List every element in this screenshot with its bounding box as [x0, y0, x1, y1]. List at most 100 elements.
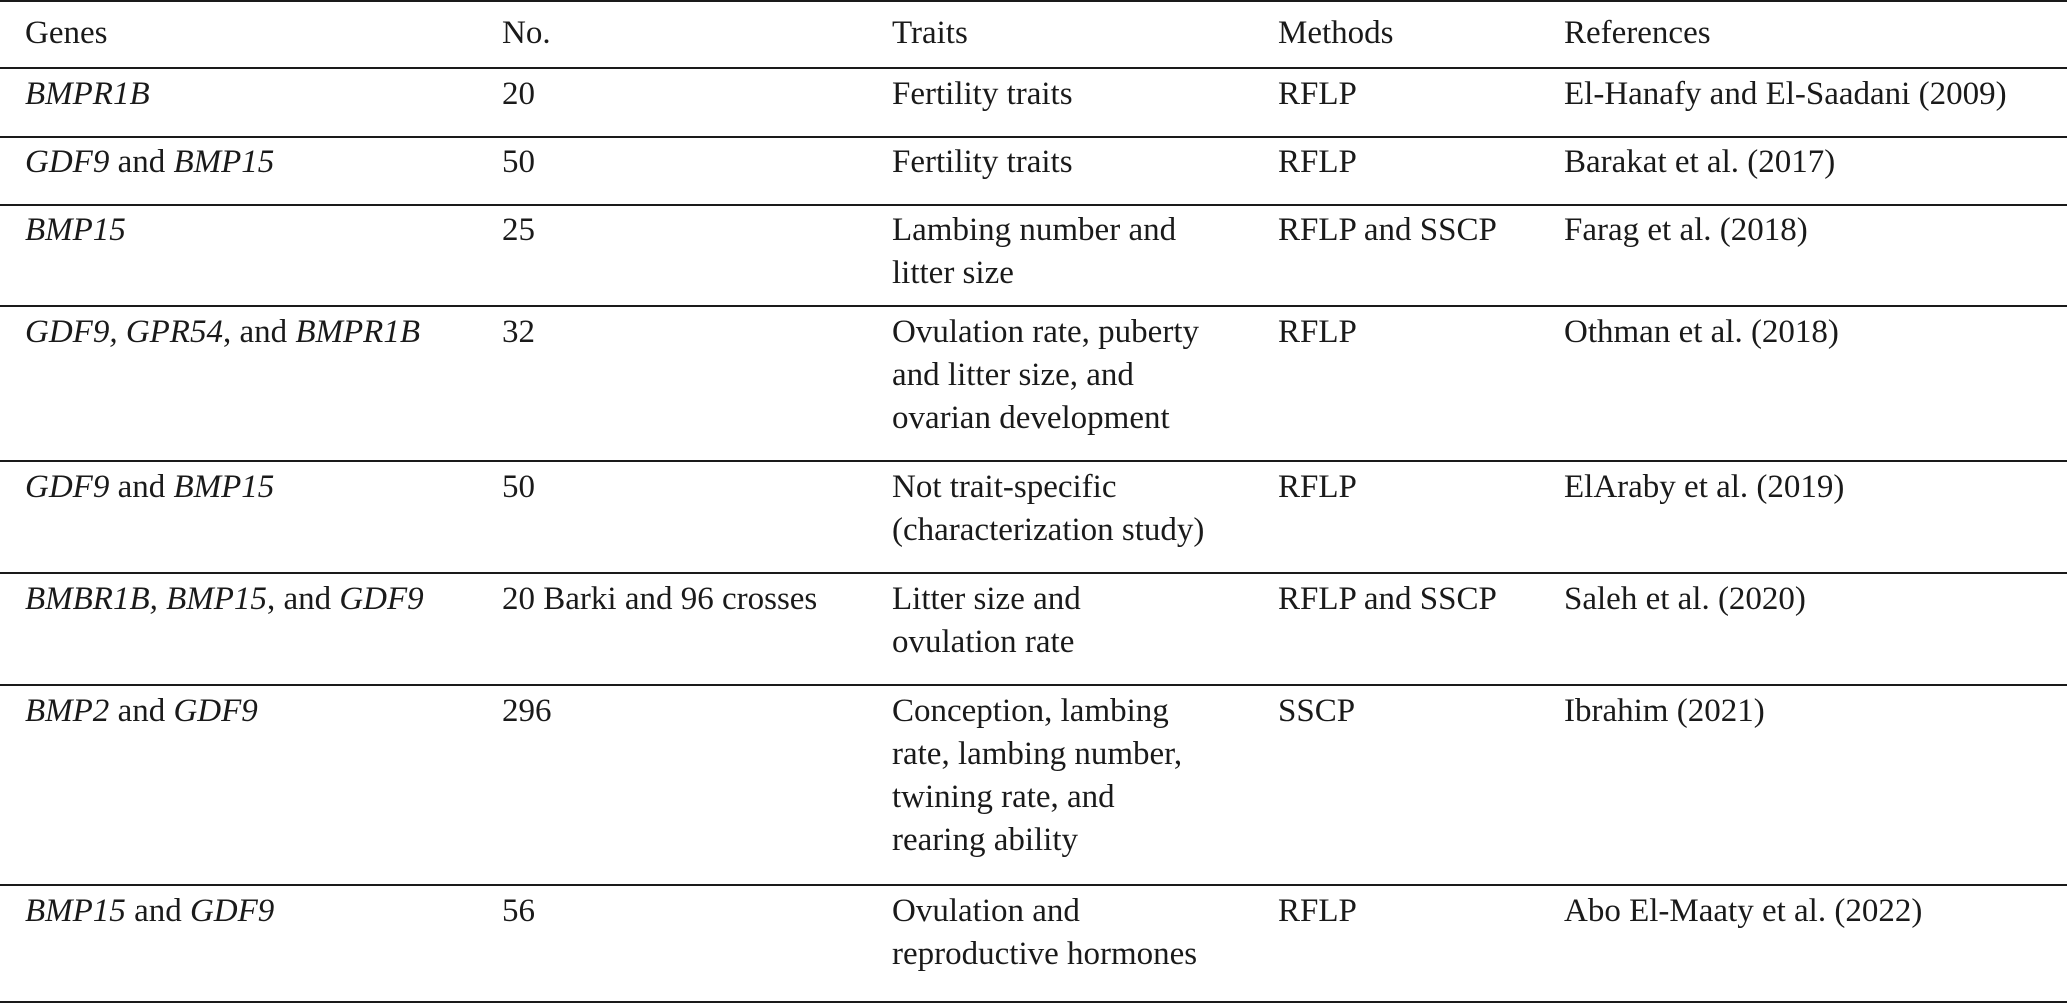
cell-traits-line: Fertility traits [892, 144, 1073, 180]
cell-genes: BMP15 and GDF9 [25, 890, 274, 933]
cell-references-line: Othman et al. (2018) [1564, 314, 1839, 350]
cell-traits: Ovulation rate, puberty and litter size, … [892, 311, 1199, 440]
cell-no: 56 [502, 890, 535, 933]
cell-references: Barakat et al. (2017) [1564, 141, 1835, 184]
header-traits: Traits [892, 15, 968, 51]
cell-references: Saleh et al. (2020) [1564, 578, 1806, 621]
cell-references: ElAraby et al. (2019) [1564, 466, 1844, 509]
cell-traits-line: rate, lambing number, [892, 736, 1183, 772]
cell-genes: BMBR1B, BMP15, and GDF9 [25, 578, 424, 621]
cell-traits: Conception, lambing rate, lambing number,… [892, 690, 1182, 862]
cell-traits-line: and litter size, and [892, 357, 1134, 393]
cell-references-line: ElAraby et al. (2019) [1564, 469, 1845, 505]
top-rule [0, 0, 2067, 2]
gene-text: GDF9 [339, 581, 424, 617]
cell-traits-line: (characterization study) [892, 512, 1205, 548]
cell-no-line: 20 [502, 76, 535, 112]
cell-genes: GDF9 and BMP15 [25, 466, 274, 509]
cell-no: 296 [502, 690, 552, 733]
gene-text: BMP15 [173, 469, 275, 505]
cell-genes: GDF9 and BMP15 [25, 141, 274, 184]
gene-text: GDF9 [25, 144, 110, 180]
cell-references-line: Barakat et al. (2017) [1564, 144, 1836, 180]
gene-text: BMP15 [173, 144, 275, 180]
cell-no: 20 [502, 73, 535, 116]
cell-genes: BMPR1B [25, 73, 150, 116]
cell-methods-line: RFLP [1278, 144, 1357, 180]
cell-methods: RFLP and SSCP [1278, 209, 1497, 252]
gene-text: and [109, 144, 174, 180]
gene-text: BMPR1B [295, 314, 420, 350]
cell-no-line: 20 Barki and 96 crosses [502, 581, 818, 617]
cell-references: Ibrahim (2021) [1564, 690, 1765, 733]
gene-text: GDF9, GPR54 [25, 314, 223, 350]
cell-traits-line: Conception, lambing [892, 693, 1169, 729]
cell-traits-line: Litter size and [892, 581, 1081, 617]
cell-references: El-Hanafy and El-Saadani (2009) [1564, 73, 2007, 116]
cell-traits-line: twining rate, and [892, 779, 1115, 815]
gene-text: and [109, 469, 174, 505]
gene-text: and [109, 693, 174, 729]
cell-no: 20 Barki and 96 crosses [502, 578, 817, 621]
cell-traits-line: Fertility traits [892, 76, 1073, 112]
cell-traits: Fertility traits [892, 73, 1073, 116]
row-rule [0, 572, 2067, 574]
cell-methods: RFLP [1278, 73, 1357, 116]
cell-references: Othman et al. (2018) [1564, 311, 1839, 354]
gene-text: GDF9 [173, 693, 258, 729]
cell-traits: Lambing number and litter size [892, 209, 1176, 295]
gene-text: BMP2 [25, 693, 110, 729]
cell-no: 32 [502, 311, 535, 354]
header-rule [0, 67, 2067, 69]
cell-traits: Fertility traits [892, 141, 1073, 184]
cell-traits-line: ovarian development [892, 400, 1170, 436]
cell-methods-line: SSCP [1278, 693, 1356, 729]
cell-methods-line: RFLP and SSCP [1278, 212, 1497, 248]
cell-methods: RFLP [1278, 311, 1357, 354]
gene-text: BMBR1B, BMP15 [25, 581, 267, 617]
cell-methods: RFLP [1278, 141, 1357, 184]
cell-references-line: Farag et al. (2018) [1564, 212, 1808, 248]
cell-traits-line: Ovulation and [892, 893, 1080, 929]
cell-traits-line: rearing ability [892, 822, 1079, 858]
cell-methods-line: RFLP and SSCP [1278, 581, 1497, 617]
cell-references-line: Ibrahim (2021) [1564, 693, 1765, 729]
row-rule [0, 684, 2067, 686]
cell-genes: GDF9, GPR54, and BMPR1B [25, 311, 420, 354]
cell-traits-line: litter size [892, 255, 1014, 291]
header-methods: Methods [1278, 15, 1394, 51]
cell-references-line: Saleh et al. (2020) [1564, 581, 1806, 617]
row-rule [0, 305, 2067, 307]
cell-no: 25 [502, 209, 535, 252]
gene-text: BMPR1B [25, 76, 150, 112]
cell-no-line: 50 [502, 469, 535, 505]
cell-no: 50 [502, 141, 535, 184]
cell-methods: SSCP [1278, 690, 1355, 733]
cell-genes: BMP15 [25, 209, 126, 252]
cell-no-line: 56 [502, 893, 535, 929]
cell-methods: RFLP [1278, 466, 1357, 509]
cell-references: Farag et al. (2018) [1564, 209, 1808, 252]
header-no: No. [502, 15, 551, 51]
cell-methods: RFLP [1278, 890, 1357, 933]
cell-references: Abo El-Maaty et al. (2022) [1564, 890, 1922, 933]
cell-references-line: El-Hanafy and El-Saadani (2009) [1564, 76, 2007, 112]
cell-methods: RFLP and SSCP [1278, 578, 1497, 621]
cell-no-line: 50 [502, 144, 535, 180]
row-rule [0, 204, 2067, 206]
cell-traits: Not trait-specific(characterization stud… [892, 466, 1204, 552]
gene-text: and [125, 893, 190, 929]
cell-traits-line: Lambing number and [892, 212, 1177, 248]
cell-references-line: Abo El-Maaty et al. (2022) [1564, 893, 1923, 929]
cell-methods-line: RFLP [1278, 893, 1357, 929]
gene-text: GDF9 [25, 469, 110, 505]
cell-traits: Ovulation and reproductive hormones [892, 890, 1197, 976]
row-rule [0, 136, 2067, 138]
header-genes: Genes [25, 15, 108, 51]
cell-traits-line: reproductive hormones [892, 936, 1198, 972]
cell-traits-line: Ovulation rate, puberty [892, 314, 1199, 350]
gene-text: BMP15 [25, 212, 126, 248]
gene-text: , and [266, 581, 340, 617]
cell-no-line: 25 [502, 212, 535, 248]
